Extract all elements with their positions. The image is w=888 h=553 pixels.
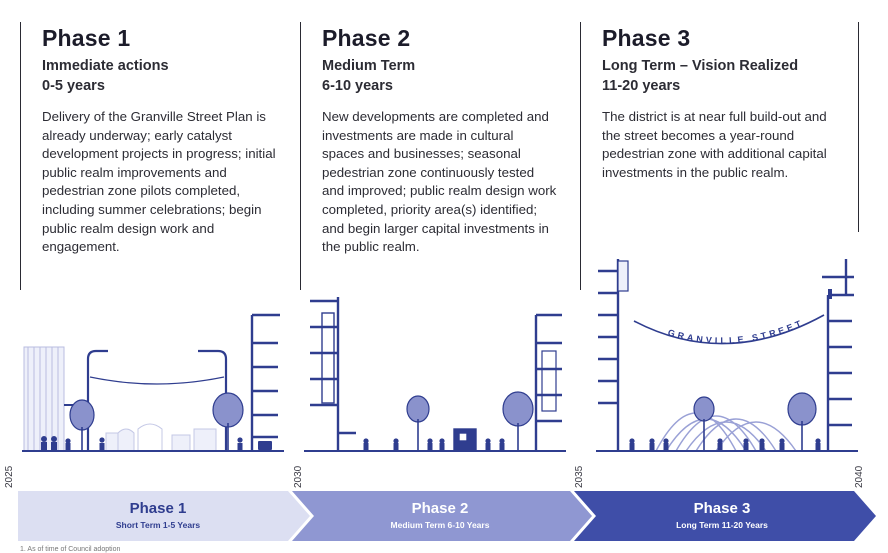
phase-1-timeframe: 0-5 years	[42, 78, 105, 94]
year-tick-2035: 2035	[574, 465, 585, 488]
phase-1-subtitle: Immediate actions	[42, 58, 169, 74]
granville-street-sign: GRANVILLE STREET	[633, 314, 825, 346]
right-divider	[858, 22, 859, 232]
phase-3-column: Phase 3 Long Term – Vision Realized 11-2…	[580, 22, 842, 290]
phase-2-timeframe: 6-10 years	[322, 78, 393, 94]
timeline-phase-1-title: Phase 1	[129, 500, 187, 517]
phase-2-street-illustration	[304, 255, 566, 455]
timeline-phase-1-label: Phase 1 Short Term 1-5 Years	[18, 500, 298, 530]
phase-3-title: Phase 3	[602, 25, 691, 51]
footnote: 1. As of time of Council adoption	[20, 546, 121, 553]
chevron-phase-1	[18, 491, 310, 541]
right-building	[534, 313, 562, 451]
timeline-phase-3-sub: Long Term 11-20 Years	[676, 520, 768, 530]
phase-divider	[300, 22, 301, 290]
chevron-phase-2	[292, 491, 592, 541]
market-stall	[453, 428, 477, 452]
phase-1-title: Phase 1	[42, 25, 131, 51]
phase-3-timeframe: 11-20 years	[602, 78, 681, 94]
chevron-phase-3	[574, 491, 876, 541]
phase-2-description: New developments are completed and inves…	[322, 109, 557, 255]
phase-1-street-illustration	[22, 255, 284, 455]
phase-1-column: Phase 1 Immediate actions 0-5 years Deli…	[20, 22, 282, 290]
pedestrians	[629, 438, 821, 451]
phase-2-content: Phase 2 Medium Term 6-10 years New devel…	[322, 22, 558, 257]
left-building	[598, 259, 629, 451]
timeline-phase-2-sub: Medium Term 6-10 Years	[390, 520, 490, 530]
pilot-events	[105, 423, 217, 452]
timeline-phase-1-sub: Short Term 1-5 Years	[115, 520, 201, 530]
sign-text: GRANVILLE STREET	[667, 317, 803, 345]
left-building	[310, 297, 356, 451]
pedestrians	[363, 438, 505, 451]
street-lamps	[86, 349, 228, 451]
phase-2-column: Phase 2 Medium Term 6-10 years New devel…	[300, 22, 562, 290]
timeline-phase-2-title: Phase 2	[411, 500, 469, 517]
timeline-phase-3-title: Phase 3	[693, 500, 751, 517]
right-building	[250, 313, 280, 451]
pergola-arches	[655, 412, 797, 452]
phase-1-description: Delivery of the Granville Street Plan is…	[42, 109, 276, 255]
trees	[406, 391, 534, 451]
phase-2-title: Phase 2	[322, 25, 411, 51]
trees	[69, 392, 244, 451]
timeline-chevron-bar	[18, 491, 876, 541]
left-building	[23, 346, 78, 452]
timeline-phase-3-label: Phase 3 Long Term 11-20 Years	[582, 500, 862, 530]
year-tick-2030: 2030	[293, 465, 304, 488]
pedestrians	[41, 436, 272, 451]
phase-3-description: The district is at near full build-out a…	[602, 109, 827, 180]
phase-3-street-illustration: GRANVILLE STREET	[596, 255, 858, 455]
phase-divider	[20, 22, 21, 290]
phase-2-subtitle: Medium Term	[322, 58, 416, 74]
year-tick-2040: 2040	[854, 465, 865, 488]
right-building	[822, 259, 854, 451]
phase-1-content: Phase 1 Immediate actions 0-5 years Deli…	[42, 22, 278, 257]
phase-3-content: Phase 3 Long Term – Vision Realized 11-2…	[602, 22, 838, 182]
svg-text:GRANVILLE STREET: GRANVILLE STREET	[667, 317, 806, 345]
timeline-phase-2-label: Phase 2 Medium Term 6-10 Years	[300, 500, 580, 530]
trees	[693, 392, 817, 451]
phase-divider	[580, 22, 581, 290]
year-tick-2025: 2025	[4, 465, 15, 488]
phase-3-subtitle: Long Term – Vision Realized	[602, 58, 799, 74]
